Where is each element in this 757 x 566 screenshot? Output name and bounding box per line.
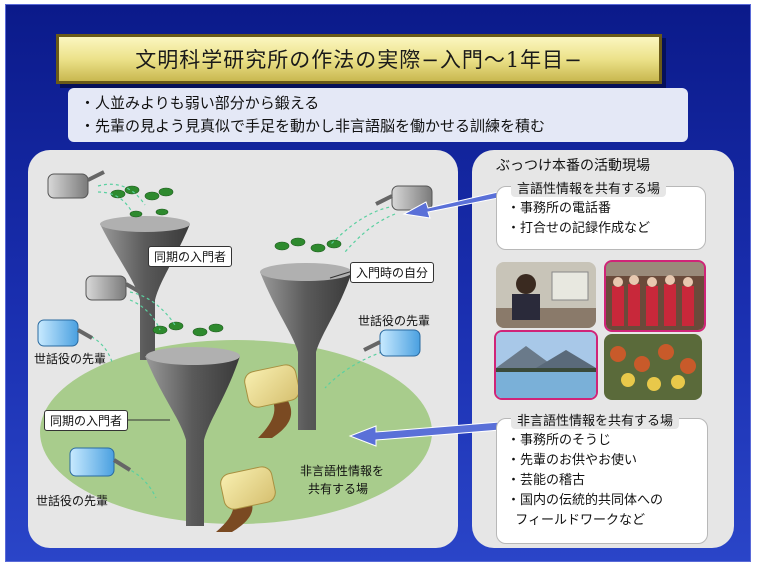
verbal-item: ・事務所の電話番 <box>507 201 612 216</box>
bullet-1: ・人並みよりも弱い部分から鍛える <box>80 94 320 112</box>
nonverbal-item: ・芸能の稽古 <box>507 473 586 488</box>
watering-can-grey-3 <box>85 275 141 301</box>
label-self: 入門時の自分 <box>350 262 435 283</box>
nonverbal-item: フィールドワークなど <box>507 513 646 528</box>
watering-can-grey-1 <box>47 170 105 199</box>
label-senior-right: 世話役の先輩 <box>358 314 431 328</box>
soil-bag-2 <box>220 466 276 510</box>
bullet-2: ・先輩の見よう見真似で手足を動かし非言語脳を働かせる訓練を積む <box>80 117 546 135</box>
fieldwork-photo-graphic <box>604 334 702 400</box>
verbal-sharing-box: 言語性情報を共有する場 ・事務所の電話番 ・打合せの記録作成など <box>496 178 706 250</box>
photo-village <box>494 330 598 400</box>
watering-can-blue-3 <box>69 447 132 477</box>
water-spray <box>85 183 396 499</box>
nonverbal-item: ・先輩のお供やお使い <box>507 453 638 468</box>
funnel-peer-bottom <box>145 347 240 526</box>
nonverbal-sharing-heading: 非言語性情報を共有する場 <box>511 410 680 429</box>
nonverbal-sharing-box: 非言語性情報を共有する場 ・事務所のそうじ ・先輩のお供やお使い ・芸能の稽古 … <box>496 410 708 544</box>
watering-can-blue-1 <box>37 319 93 347</box>
nonverbal-item: ・事務所のそうじ <box>507 433 612 448</box>
label-senior-left: 世話役の先輩 <box>34 352 107 366</box>
funnel-self <box>260 263 352 430</box>
arrow-verbal <box>402 191 499 219</box>
nonverbal-item: ・国内の伝統的共同体への <box>507 493 664 508</box>
label-senior-bottom: 世話役の先輩 <box>36 494 109 508</box>
photo-fieldwork <box>604 334 702 400</box>
photo-office <box>496 262 596 328</box>
performers-photo-graphic <box>606 262 704 330</box>
verbal-item: ・打合せの記録作成など <box>507 221 651 236</box>
bullet-box: ・人並みよりも弱い部分から鍛える ・先輩の見よう見真似で手足を動かし非言語脳を働… <box>68 88 688 142</box>
label-peer-top: 同期の入門者 <box>148 246 233 267</box>
village-photo-graphic <box>496 332 596 398</box>
slide-title: 文明科学研究所の作法の実際−入門〜1年目− <box>56 34 662 84</box>
photo-performers <box>604 260 706 332</box>
label-peer-bottom: 同期の入門者 <box>44 410 129 431</box>
watering-can-blue-2 <box>363 329 421 357</box>
sprouts <box>110 185 342 337</box>
label-nonverbal-field-line1: 非言語性情報を <box>300 464 385 478</box>
verbal-sharing-heading: 言語性情報を共有する場 <box>511 178 667 197</box>
activity-panel-title: ぶっつけ本番の活動現場 <box>496 158 650 174</box>
nonverbal-field-ellipse <box>40 340 432 524</box>
office-photo-graphic <box>496 262 596 328</box>
arrow-nonverbal <box>348 421 501 447</box>
label-nonverbal-field-line2: 共有する場 <box>308 482 369 496</box>
soil-bag-1 <box>244 364 300 408</box>
